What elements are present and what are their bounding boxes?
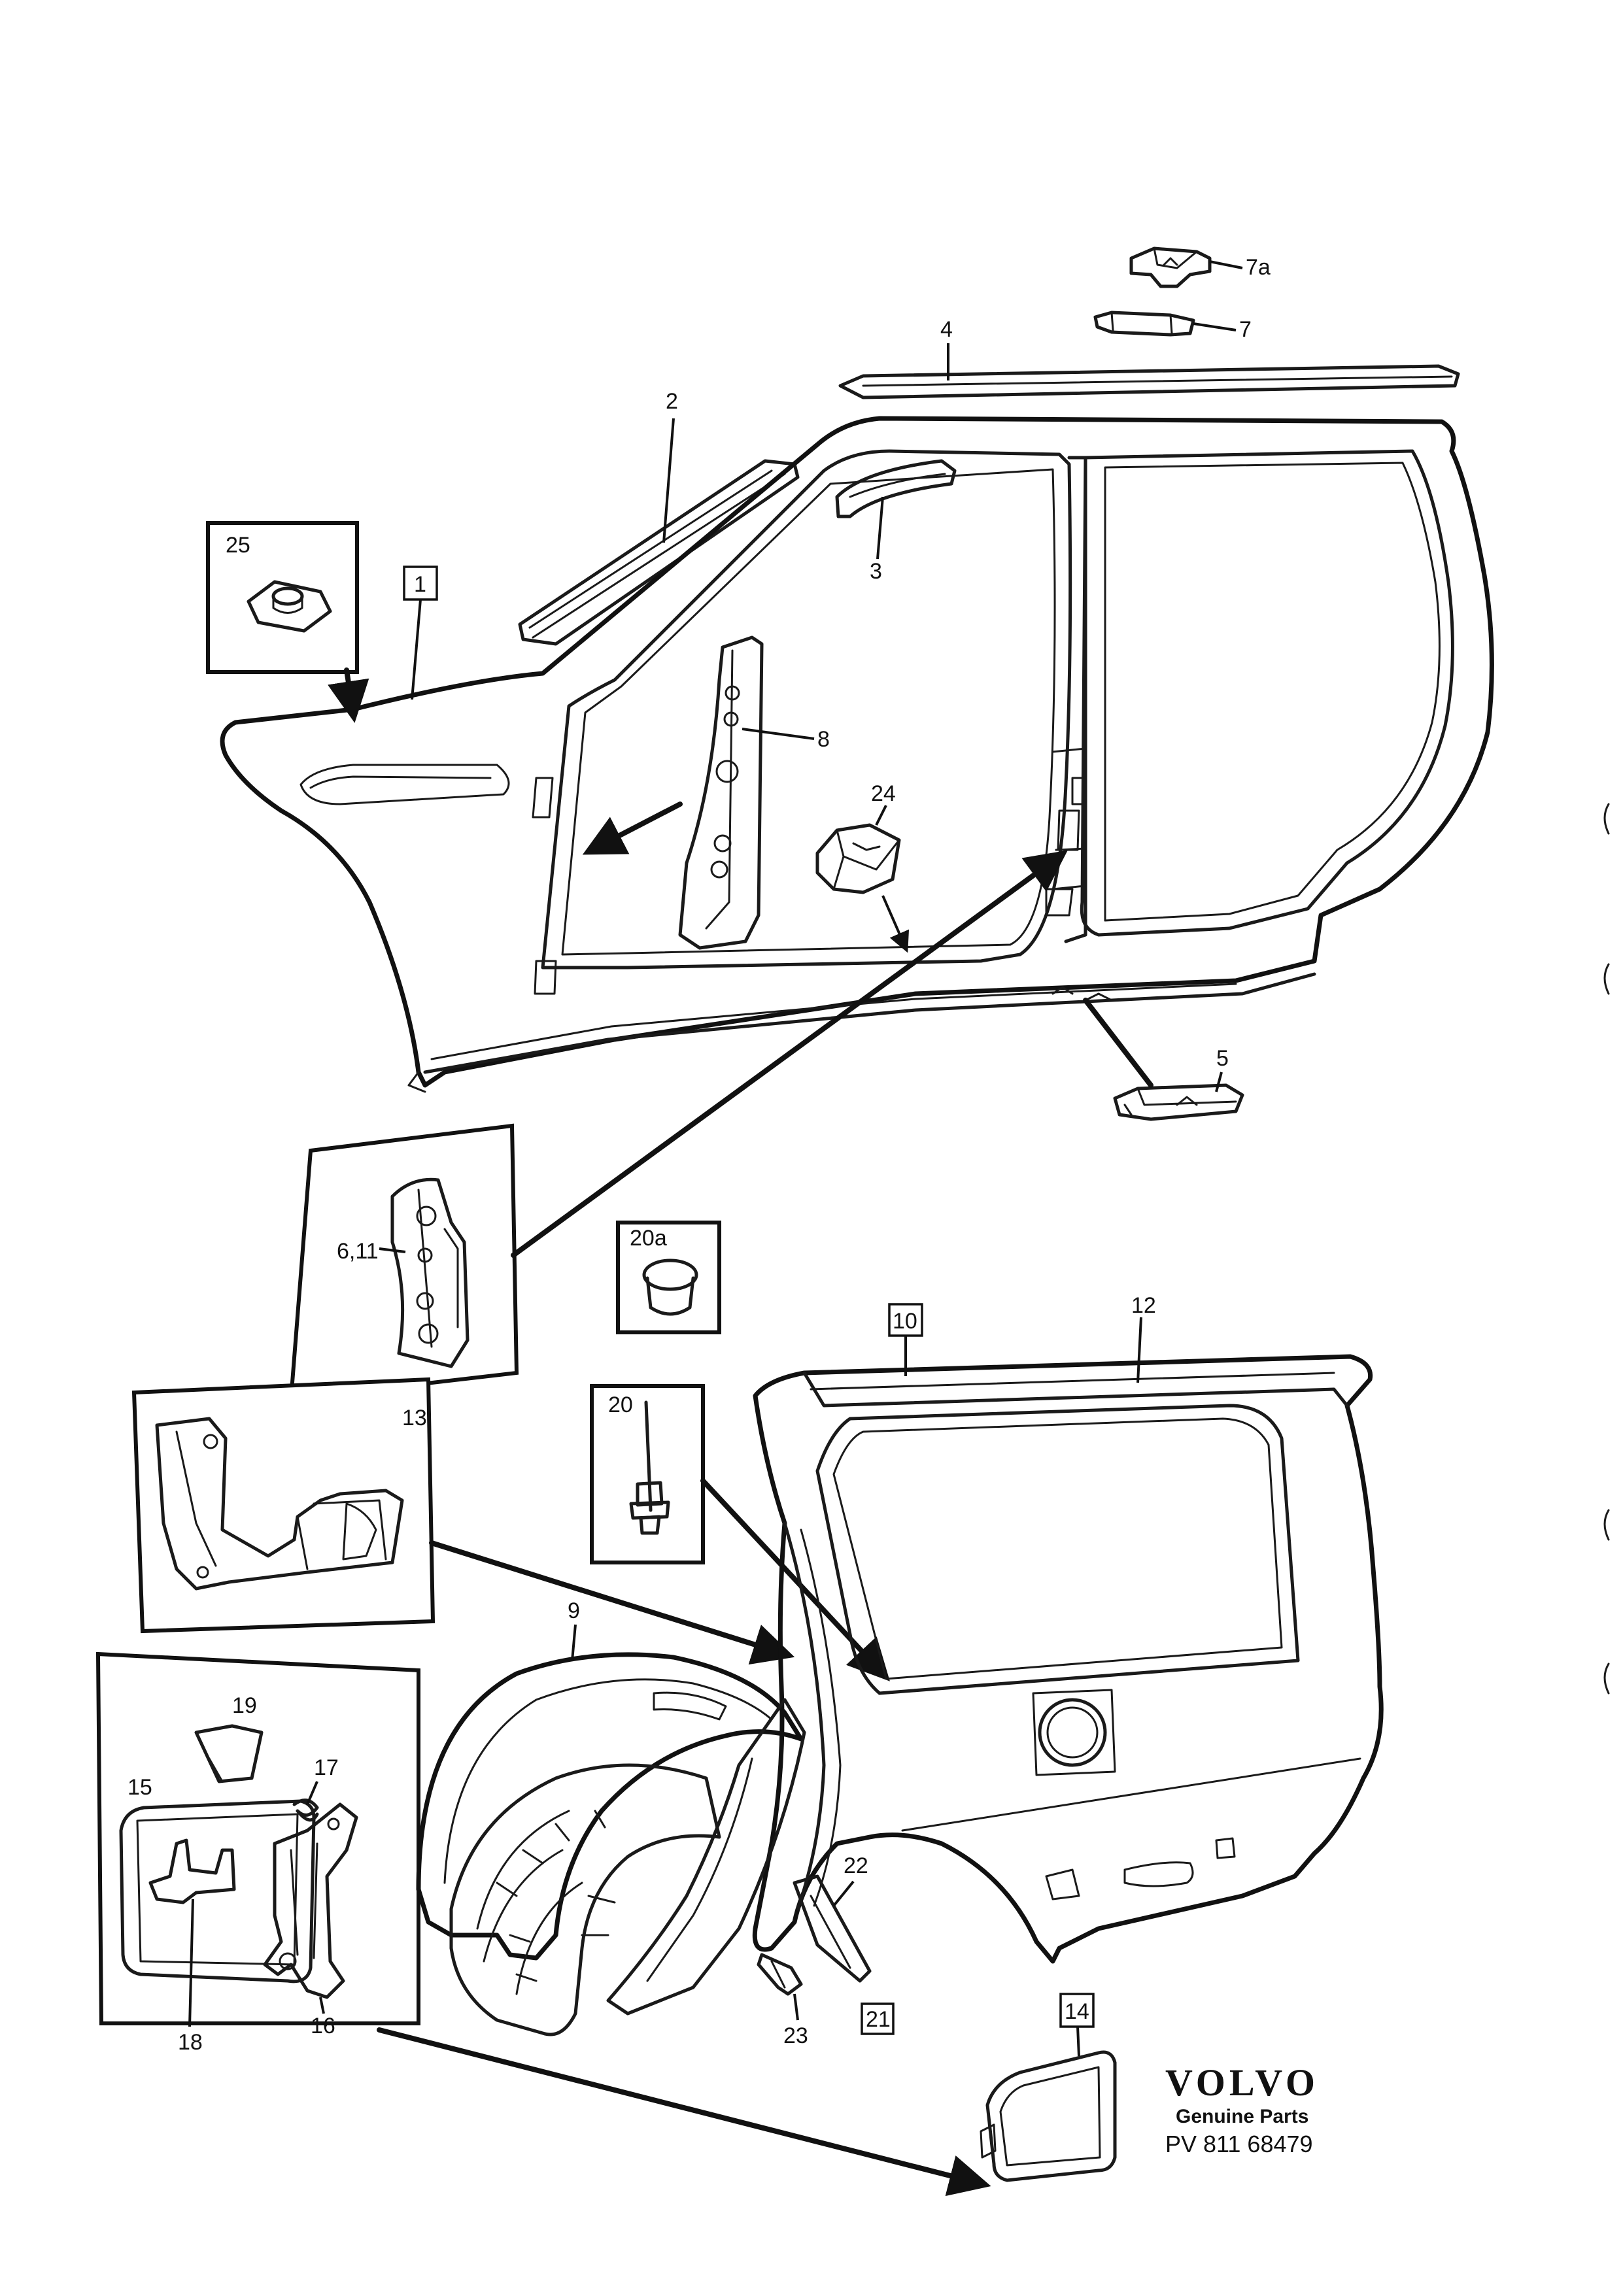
part-20-rivet xyxy=(629,1400,670,1535)
callout-25: 25 xyxy=(226,533,250,558)
part-22-gusset xyxy=(793,1874,872,1983)
callout-4: 4 xyxy=(940,317,953,342)
part-7a-roof-bracket xyxy=(1129,246,1212,288)
callout-22: 22 xyxy=(844,1853,868,1878)
part-6-11-pillar-plate xyxy=(390,1177,470,1368)
callout-12: 12 xyxy=(1131,1293,1156,1318)
part-24-bracket xyxy=(815,823,901,894)
part-20a-plug xyxy=(642,1258,698,1316)
volvo-brand-block: VOLVO Genuine Parts PV 811 68479 xyxy=(1165,2061,1319,2157)
part-5-bracket xyxy=(1113,1083,1244,1121)
part-3-roof-bow xyxy=(835,459,957,518)
callout-15: 15 xyxy=(128,1775,152,1800)
callout-17: 17 xyxy=(314,1755,339,1780)
callout-21: 21 xyxy=(866,2007,891,2032)
callout-2: 2 xyxy=(666,389,678,414)
inset-parts-15-19 xyxy=(95,1651,420,2025)
part-13-wheelhouse-bracket xyxy=(155,1417,404,1591)
part-4-roof-rail xyxy=(838,364,1460,399)
inset-part-13 xyxy=(131,1377,436,1634)
callout-5: 5 xyxy=(1216,1046,1229,1071)
callout-16: 16 xyxy=(311,2014,335,2038)
callout-20a: 20a xyxy=(630,1226,667,1251)
callout-13: 13 xyxy=(402,1406,427,1430)
inset-part-20a xyxy=(616,1221,721,1334)
part-2-pillar-strip xyxy=(518,459,800,646)
callout-box-21 xyxy=(861,2002,895,2035)
part-8-pillar-reinforcement xyxy=(678,635,764,950)
inset-part-6-11 xyxy=(288,1123,519,1402)
callout-7a: 7a xyxy=(1246,255,1271,280)
callout-8: 8 xyxy=(817,727,830,752)
part-14-fuel-flap xyxy=(980,2050,1117,2182)
callout-18: 18 xyxy=(178,2030,203,2055)
callout-23: 23 xyxy=(783,2023,808,2048)
volvo-logo: VOLVO xyxy=(1165,2061,1319,2104)
part-19-hinge-cover xyxy=(194,1724,264,1783)
callout-20: 20 xyxy=(608,1393,633,1417)
callout-6-11: 6,11 xyxy=(337,1239,379,1264)
part-18-hinge-arm xyxy=(148,1838,236,2027)
part-7-roof-bracket xyxy=(1093,311,1195,337)
callout-10: 10 xyxy=(893,1309,917,1334)
inset-part-25 xyxy=(206,521,359,674)
callout-box-14 xyxy=(1059,1993,1095,2028)
callout-9: 9 xyxy=(568,1598,580,1623)
part-number-code: PV 811 68479 xyxy=(1165,2131,1313,2157)
part-1-side-frame xyxy=(220,416,1494,1093)
part-10-rear-quarter-panel xyxy=(752,1354,1384,1964)
part-23-screw xyxy=(757,1953,803,1996)
callout-7: 7 xyxy=(1239,317,1252,342)
callout-24: 24 xyxy=(871,781,896,806)
callout-1: 1 xyxy=(414,572,426,597)
callout-19: 19 xyxy=(232,1693,257,1718)
brand-subtitle: Genuine Parts xyxy=(1176,2106,1308,2127)
callout-3: 3 xyxy=(870,559,882,584)
part-9-wheel-arch xyxy=(416,1652,804,2036)
callout-14: 14 xyxy=(1065,1999,1089,2024)
part-10-inner-pillar xyxy=(606,1698,806,2016)
scan-margin-marks xyxy=(1603,803,1610,1695)
part-17-spring xyxy=(292,1781,319,1822)
part-25-nut-plate xyxy=(247,580,332,633)
part-16-hinge-bracket xyxy=(263,1802,358,2014)
